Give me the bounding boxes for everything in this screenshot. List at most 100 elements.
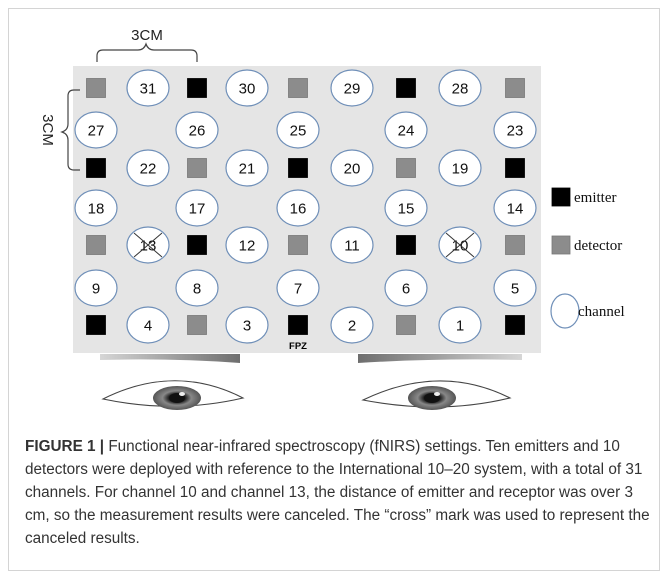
figure-frame [8,8,660,571]
channel-circle [493,269,537,307]
channel-21: 21 [225,149,269,187]
channel-circle [384,111,428,149]
channel-26: 26 [175,111,219,149]
channel-number: 18 [88,201,105,218]
channel-circle [175,111,219,149]
channel-13: 13 [126,226,170,264]
cancel-cross [445,232,475,258]
channel-12: 12 [225,226,269,264]
channel-24: 24 [384,111,428,149]
channel-16: 16 [276,189,320,227]
channel-11: 11 [330,226,374,264]
channel-circle [175,189,219,227]
detector-probe [505,78,525,98]
emitter-probe [396,78,416,98]
channel-number: 20 [344,161,361,178]
channel-25: 25 [276,111,320,149]
channel-circle [126,149,170,187]
channel-number: 12 [239,238,256,255]
channel-10: 10 [438,226,482,264]
channel-circle [276,269,320,307]
scale-label-horizontal: 3CM [131,27,163,44]
channel-circle [330,149,374,187]
channel-circle [438,69,482,107]
scale-bracket-vertical [60,89,80,171]
channel-19: 19 [438,149,482,187]
channel-number: 15 [398,201,415,218]
legend-channel-symbol [550,293,580,329]
channel-circle [74,269,118,307]
channel-30: 30 [225,69,269,107]
caption-separator: | [99,438,105,455]
legend-label: emitter [574,190,616,206]
channel-circle [225,306,269,344]
channel-7: 7 [276,269,320,307]
legend-detector: detector [551,235,622,255]
channel-31: 31 [126,69,170,107]
legend-label: detector [574,238,622,254]
channel-circle [384,189,428,227]
left-shadow-bar [100,354,240,363]
channel-4: 4 [126,306,170,344]
detector-probe [396,158,416,178]
channel-number: 28 [452,81,469,98]
left-eye [101,380,245,410]
channel-circle [493,189,537,227]
legend-emitter-symbol [551,187,571,207]
channel-27: 27 [74,111,118,149]
emitter-probe [187,78,207,98]
channel-number: 17 [189,201,206,218]
channel-number: 21 [239,161,256,178]
channel-circle [225,149,269,187]
legend-channel: channel [550,293,625,329]
channel-5: 5 [493,269,537,307]
right-eye [361,380,512,410]
fpz-label: FPZ [289,341,307,352]
channel-23: 23 [493,111,537,149]
scale-bracket-horizontal [96,42,198,62]
channel-number: 8 [193,281,201,298]
channel-circle [126,69,170,107]
channel-20: 20 [330,149,374,187]
channel-number: 6 [402,281,410,298]
channel-circle [384,269,428,307]
detector-probe [396,315,416,335]
detector-probe [187,315,207,335]
emitter-probe [288,315,308,335]
emitter-probe [288,158,308,178]
caption-text: Functional near-infrared spectroscopy (f… [25,438,650,547]
channel-number: 19 [452,161,469,178]
channel-number: 9 [92,281,100,298]
channel-circle [225,69,269,107]
channel-number: 2 [348,318,356,335]
channel-circle [126,306,170,344]
channel-number: 4 [144,318,152,335]
channel-15: 15 [384,189,428,227]
channel-number: 14 [507,201,524,218]
channel-14: 14 [493,189,537,227]
legend-emitter: emitter [551,187,616,207]
channel-3: 3 [225,306,269,344]
emitter-probe [187,235,207,255]
channel-circle [74,189,118,227]
channel-number: 16 [290,201,307,218]
channel-circle [438,149,482,187]
channel-circle [493,111,537,149]
channel-circle [330,69,374,107]
emitter-probe [505,315,525,335]
scale-label-vertical: 3CM [39,114,56,146]
channel-6: 6 [384,269,428,307]
channel-number: 7 [294,281,302,298]
legend-detector-symbol [551,235,571,255]
channel-number: 1 [456,318,464,335]
channel-9: 9 [74,269,118,307]
channel-22: 22 [126,149,170,187]
channel-number: 26 [189,123,206,140]
detector-probe [86,235,106,255]
channel-number: 3 [243,318,251,335]
channel-number: 11 [344,238,360,255]
channel-circle [330,306,374,344]
caption-label: FIGURE 1 [25,438,96,455]
channel-circle [175,269,219,307]
